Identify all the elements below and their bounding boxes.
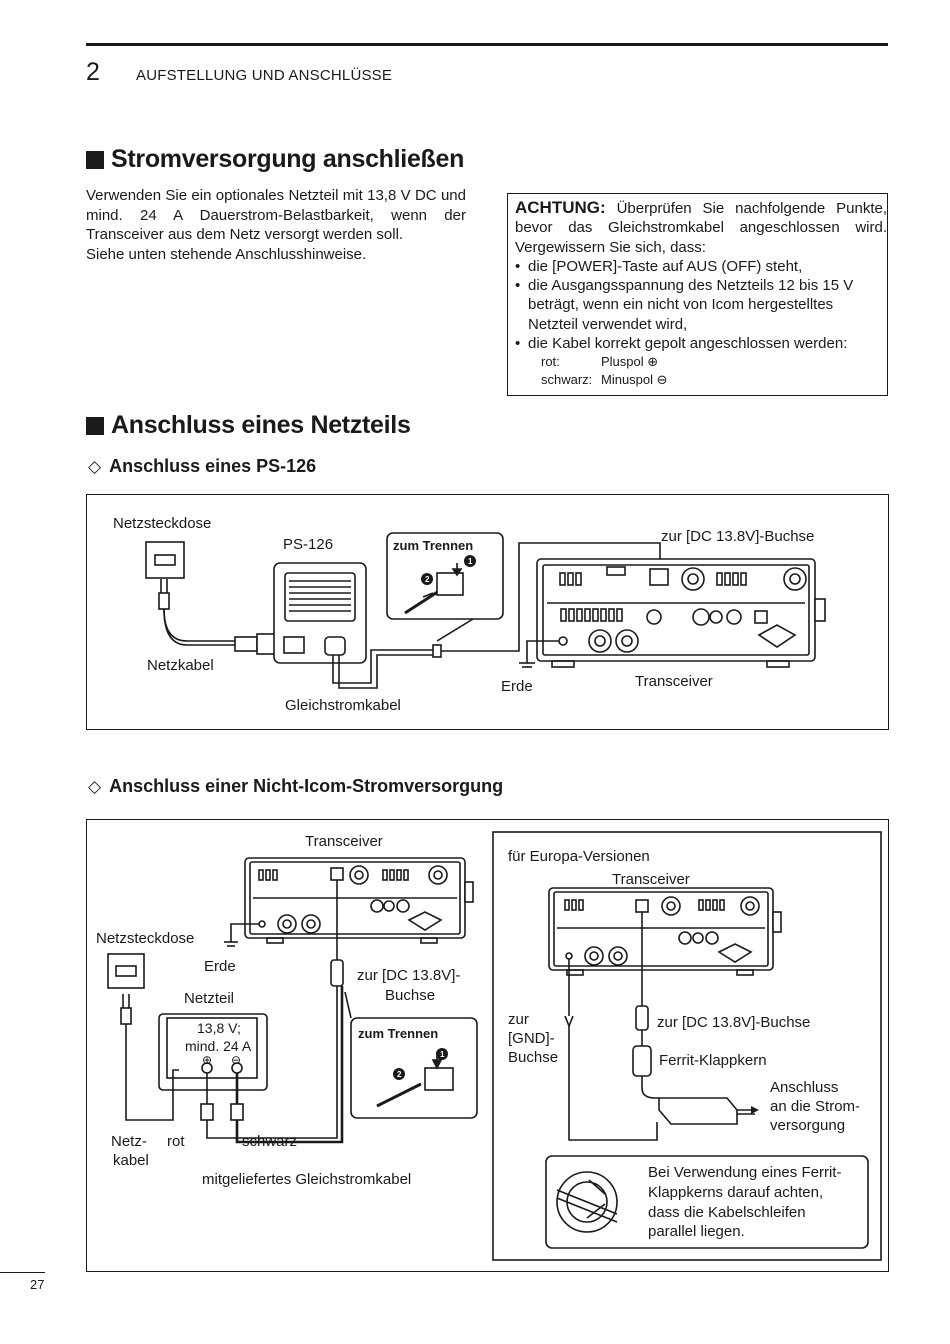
chapter-number: 2	[86, 58, 100, 86]
label-transceiver: Transceiver	[305, 833, 383, 850]
label-dc-jack-eu: zur [DC 13.8V]-Buchse	[657, 1014, 811, 1031]
label-spec-voltage: 13,8 V;	[197, 1020, 241, 1036]
label-zum-trennen: zum Trennen	[358, 1026, 439, 1041]
section-marker-icon	[86, 416, 104, 435]
polarity-row: rot:Pluspol ⊕	[541, 354, 659, 370]
non-icom-wiring-illustration: 1 2	[107, 831, 882, 1261]
footer-rule	[0, 1272, 45, 1273]
label-rot: rot	[167, 1133, 185, 1150]
label-spec-current: mind. 24 A	[185, 1038, 252, 1054]
label-netzteil: Netzteil	[184, 990, 235, 1007]
note-line: Klappkerns darauf achten,	[648, 1184, 824, 1201]
caution-item: die Kabel korrekt gepolt angeschlossen w…	[515, 334, 887, 354]
diamond-icon: ◇	[88, 776, 102, 796]
label-gnd-2: [GND]-	[508, 1030, 555, 1047]
label-netzkabel: Netzkabel	[147, 657, 214, 674]
label-dc-jack-2: Buchse	[385, 987, 436, 1004]
svg-text:2: 2	[397, 1070, 402, 1079]
label-zum-trennen: zum Trennen	[393, 538, 474, 553]
note-line: dass die Kabelschleifen	[648, 1204, 806, 1221]
label-kabel: kabel	[113, 1152, 149, 1169]
ps126-wiring-illustration: 1 2	[145, 532, 826, 689]
subsection-ps126: ◇ Anschluss eines PS-126	[88, 456, 317, 476]
svg-text:2: 2	[425, 575, 430, 584]
section-title-psu: Anschluss eines Netzteils	[86, 411, 411, 440]
note-line: parallel liegen.	[648, 1223, 745, 1240]
label-netzsteckdose: Netzsteckdose	[96, 930, 195, 947]
section-title-power: Stromversorgung anschließen	[86, 145, 464, 174]
label-gnd-3: Buchse	[508, 1049, 559, 1066]
label-ferrit: Ferrit-Klappkern	[659, 1052, 767, 1069]
chapter-title: AUFSTELLUNG UND ANSCHLÜSSE	[136, 67, 393, 84]
subsection-non-icom: ◇ Anschluss einer Nicht-Icom-Stromversor…	[88, 776, 504, 796]
label-transceiver: Transceiver	[635, 673, 713, 690]
label-anschluss-3: versorgung	[770, 1117, 846, 1134]
label-gleichstromkabel: Gleichstromkabel	[285, 697, 401, 714]
label-europa: für Europa-Versionen	[508, 848, 650, 865]
label-ps126: PS-126	[283, 536, 334, 553]
label-erde: Erde	[501, 678, 533, 695]
label-cable: mitgeliefertes Gleichstromkabel	[202, 1171, 412, 1188]
plus-terminal-icon: ⊕	[202, 1053, 213, 1067]
section-marker-icon	[86, 150, 104, 169]
label-netzsteckdose: Netzsteckdose	[113, 515, 212, 532]
label-dc-jack: zur [DC 13.8V]-	[357, 967, 461, 984]
label-anschluss-2: an die Strom-	[770, 1098, 861, 1115]
diagram-ps126: 1 2 Netzsteckdose PS-126 zum Trennen zur…	[86, 494, 889, 730]
minus-terminal-icon: ⊖	[231, 1053, 242, 1067]
svg-text:1: 1	[468, 557, 473, 566]
caution-list: die [POWER]-Taste auf AUS (OFF) steht, d…	[515, 257, 887, 354]
intro-paragraph: Verwenden Sie ein optionales Netzteil mi…	[86, 187, 466, 243]
label-transceiver-eu: Transceiver	[612, 871, 690, 888]
header-rule	[86, 43, 888, 46]
label-schwarz: schwarz	[242, 1133, 298, 1150]
label-anschluss-1: Anschluss	[770, 1079, 839, 1096]
label-netz: Netz-	[111, 1133, 147, 1150]
caution-item: die [POWER]-Taste auf AUS (OFF) steht,	[515, 257, 887, 277]
intro-paragraph: Siehe unten stehende Anschlusshinweise.	[86, 245, 367, 263]
note-line: Bei Verwendung eines Ferrit-	[648, 1164, 842, 1181]
polarity-row: schwarz:Minuspol ⊖	[541, 372, 668, 388]
caution-box: ACHTUNG: Überprüfen Sie nachfolgende Pun…	[507, 193, 888, 396]
label-dc-jack: zur [DC 13.8V]-Buchse	[661, 528, 815, 545]
caution-item: die Ausgangsspannung des Netzteils 12 bi…	[515, 276, 887, 334]
diagram-non-icom: 1 2 Transceiver Netzsteckdose Erde Netzt…	[86, 819, 889, 1272]
diamond-icon: ◇	[88, 456, 102, 476]
page-number: 27	[30, 1277, 45, 1292]
label-erde: Erde	[204, 958, 236, 975]
caution-lead: ACHTUNG: Überprüfen Sie nachfolgende Pun…	[515, 198, 887, 256]
svg-text:1: 1	[440, 1050, 445, 1059]
caution-keyword: ACHTUNG:	[515, 198, 606, 217]
intro-text: Verwenden Sie ein optionales Netzteil mi…	[86, 186, 466, 264]
label-gnd-1: zur	[508, 1011, 529, 1028]
